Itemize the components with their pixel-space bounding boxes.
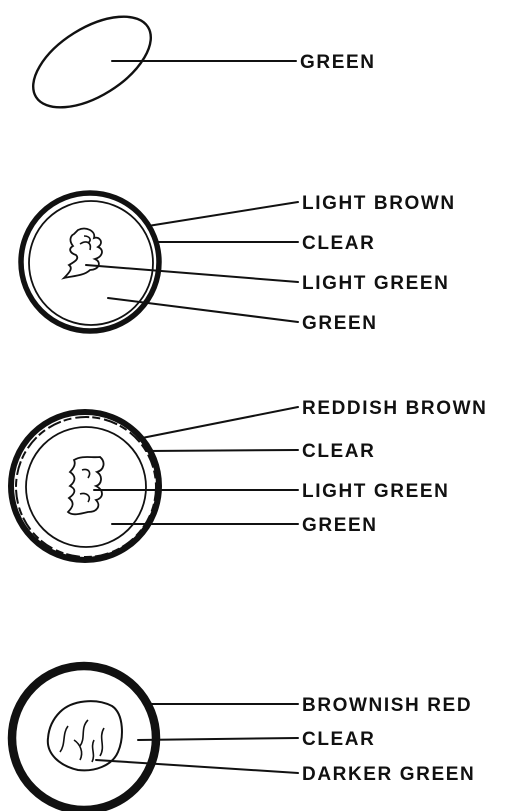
stage-3-group: REDDISH BROWN CLEAR LIGHT GREEN GREEN	[11, 398, 487, 560]
stage-2-leader-light-green	[86, 265, 298, 282]
stage-2-leader-light-brown	[148, 202, 298, 226]
stage-2-center-patch	[64, 229, 102, 278]
stage-2-label-clear: CLEAR	[302, 233, 375, 254]
stage-2-group: LIGHT BROWN CLEAR LIGHT GREEN GREEN	[21, 193, 456, 334]
stage-3-label-clear: CLEAR	[302, 441, 375, 462]
stage-4-label-darker-green: DARKER GREEN	[302, 764, 475, 785]
stage-1-label-green: GREEN	[300, 52, 376, 73]
stage-1-oval	[18, 0, 166, 126]
stage-3-center-patch	[68, 457, 104, 514]
stage-4-leader-darker-green	[96, 760, 298, 773]
stage-3-leader-clear	[146, 450, 298, 451]
stage-2-label-light-green: LIGHT GREEN	[302, 273, 449, 294]
stage-3-label-green: GREEN	[302, 515, 378, 536]
stage-4-label-brownish-red: BROWNISH RED	[302, 695, 472, 716]
stage-4-group: BROWNISH RED CLEAR DARKER GREEN	[12, 666, 475, 810]
stage-2-label-green: GREEN	[302, 313, 378, 334]
stage-4-label-clear: CLEAR	[302, 729, 375, 750]
stage-3-label-reddish-brown: REDDISH BROWN	[302, 398, 487, 419]
stage-2-label-light-brown: LIGHT BROWN	[302, 193, 456, 214]
stage-3-leader-reddish-brown	[142, 407, 298, 438]
stage-3-label-light-green: LIGHT GREEN	[302, 481, 449, 502]
stage-1-group: GREEN	[18, 0, 376, 126]
stage-4-leader-clear	[138, 738, 298, 740]
